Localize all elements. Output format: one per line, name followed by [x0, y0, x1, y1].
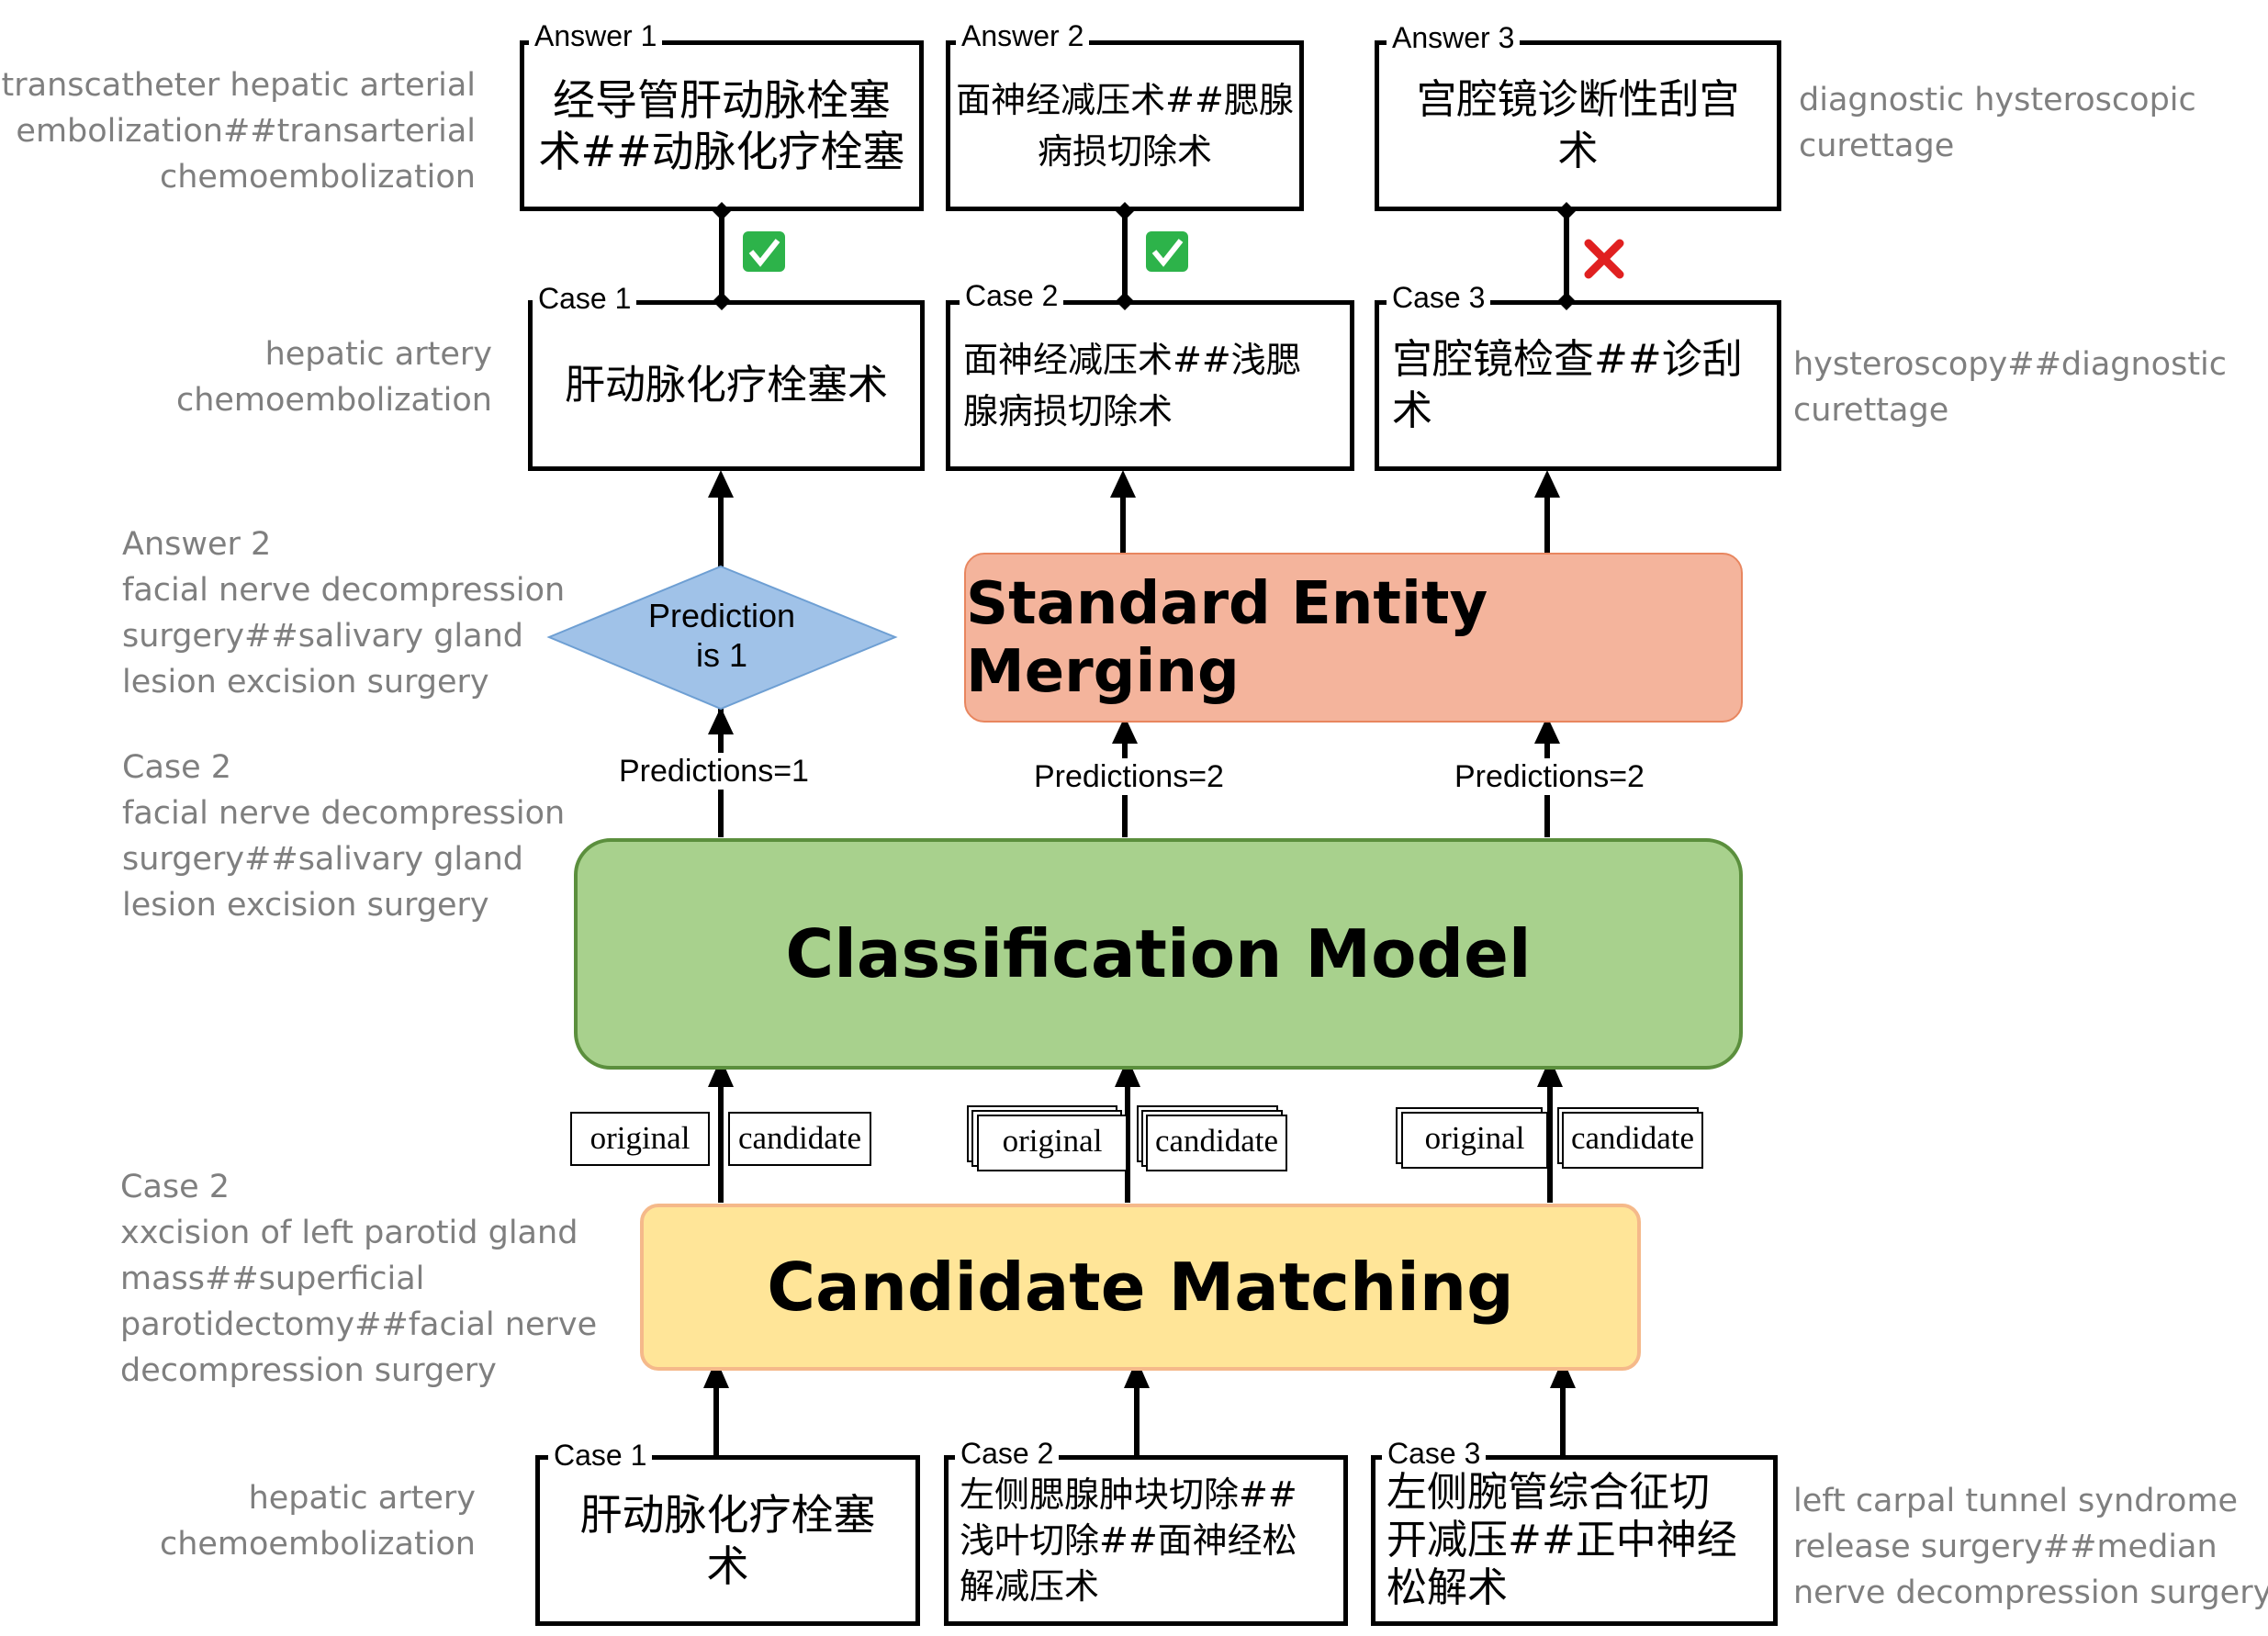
- mid-case-tag-3: Case 3: [1387, 282, 1491, 313]
- answer-box-1: 经导管肝动脉栓塞 术##动脉化疗栓塞: [520, 40, 924, 211]
- doc-candidate-1: candidate: [728, 1112, 871, 1166]
- check-icon-1: [743, 231, 785, 272]
- doc-candidate-3: candidate: [1562, 1112, 1703, 1169]
- arrowhead: [1115, 1058, 1140, 1087]
- bottom-case-tag-2: Case 2: [955, 1438, 1060, 1469]
- note-answer2-translation: Answer 2 facial nerve decompression surg…: [122, 526, 566, 700]
- bottom-case-box-2: 左侧腮腺肿块切除## 浅叶切除##面神经松 解减压术: [944, 1455, 1348, 1626]
- prediction-diamond: [546, 565, 898, 711]
- arrowhead: [1534, 716, 1560, 744]
- mid-case-tag-2: Case 2: [960, 280, 1064, 311]
- arrowhead: [703, 1359, 729, 1388]
- arrowhead: [1550, 1359, 1576, 1388]
- note-answer3-translation: diagnostic hysteroscopic curettage: [1799, 82, 2196, 164]
- bottom-case-text-2: 左侧腮腺肿块切除## 浅叶切除##面神经松 解减压术: [960, 1474, 1297, 1607]
- bottom-case-tag-3: Case 3: [1382, 1438, 1487, 1469]
- note-bottom-case3-translation: left carpal tunnel syndrome release surg…: [1793, 1483, 2268, 1611]
- check-icon-2: [1146, 231, 1188, 272]
- note-case3-translation: hysteroscopy##diagnostic curettage: [1793, 346, 2228, 429]
- answer-tag-2: Answer 2: [956, 20, 1090, 51]
- bottom-case-text-1: 肝动脉化疗栓塞 术: [579, 1490, 876, 1591]
- prediction-label-2: Predictions=2: [1030, 758, 1228, 795]
- candidate-matching-module: Candidate Matching: [640, 1204, 1641, 1371]
- note-case2-translation: Case 2 facial nerve decompression surger…: [122, 749, 566, 924]
- bottom-case-box-3: 左侧腕管综合征切 开减压##正中神经 松解术: [1371, 1455, 1778, 1626]
- doc-original-2: original: [977, 1115, 1128, 1171]
- mid-case-text-1: 肝动脉化疗栓塞术: [565, 362, 888, 409]
- bottom-case-box-1: 肝动脉化疗栓塞 术: [535, 1455, 920, 1626]
- arrowhead: [1534, 470, 1560, 498]
- mid-case-box-1: 肝动脉化疗栓塞术: [528, 300, 925, 471]
- mid-case-box-2: 面神经减压术##浅腮 腺病损切除术: [946, 300, 1354, 471]
- mid-case-text-3: 宫腔镜检查##诊刮 术: [1392, 336, 1743, 434]
- answer-box-3: 宫腔镜诊断性刮宫 术: [1375, 40, 1781, 211]
- answer-box-2: 面神经减压术##腮腺 病损切除术: [946, 40, 1304, 211]
- mid-case-text-2: 面神经减压术##浅腮 腺病损切除术: [963, 340, 1301, 431]
- note-bottom-case1-translation: hepatic artery chemoembolization: [159, 1480, 476, 1563]
- arrowhead: [1537, 1058, 1563, 1087]
- classification-model-module: Classification Model: [574, 838, 1743, 1070]
- prediction-label-1: Predictions=1: [615, 753, 813, 790]
- mid-case-box-3: 宫腔镜检查##诊刮 术: [1375, 300, 1781, 471]
- bottom-case-tag-1: Case 1: [548, 1440, 653, 1471]
- diamond-line-2: is 1: [696, 636, 747, 674]
- arrowhead: [1112, 716, 1138, 744]
- diamond-line-1: Prediction: [648, 597, 795, 634]
- note-case2-candidates: Case 2 xxcision of left parotid gland ma…: [120, 1169, 598, 1389]
- note-answer1-translation: transcatheter hepatic arterial embolizat…: [1, 67, 476, 196]
- note-case1-translation: hepatic artery chemoembolization: [175, 336, 492, 419]
- bottom-case-text-3: 左侧腕管综合征切 开减压##正中神经 松解术: [1387, 1469, 1737, 1611]
- answer-text-2: 面神经减压术##腮腺 病损切除术: [956, 80, 1294, 172]
- doc-original-3: original: [1401, 1112, 1548, 1169]
- mid-case-tag-1: Case 1: [533, 283, 637, 314]
- answer-tag-1: Answer 1: [529, 20, 663, 51]
- arrowhead: [708, 1058, 734, 1087]
- arrowhead: [708, 707, 734, 734]
- arrowhead: [1110, 470, 1136, 498]
- doc-original-1: original: [570, 1112, 710, 1166]
- answer-tag-3: Answer 3: [1387, 22, 1521, 53]
- answer-text-1: 经导管肝动脉栓塞 术##动脉化疗栓塞: [538, 75, 905, 176]
- arrowhead: [708, 470, 734, 498]
- arrowhead: [1124, 1359, 1150, 1388]
- standard-entity-merging-module: Standard Entity Merging: [964, 553, 1743, 723]
- prediction-label-3: Predictions=2: [1451, 758, 1648, 795]
- cross-icon-3: [1584, 239, 1624, 279]
- answer-text-3: 宫腔镜诊断性刮宫 术: [1416, 76, 1740, 174]
- doc-candidate-2: candidate: [1146, 1115, 1287, 1171]
